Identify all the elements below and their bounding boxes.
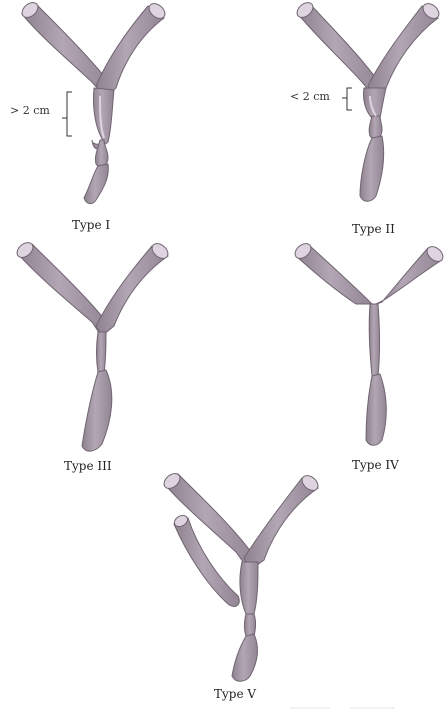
type-4-diagram [292,241,446,446]
left-hepatic-duct [298,4,380,94]
type-2-label: Type II [352,222,395,236]
left-hepatic-duct [18,244,108,334]
common-hepatic-duct [240,562,258,614]
distal-duct [232,634,257,681]
right-hepatic-duct [96,246,168,336]
right-hepatic-duct [96,6,164,98]
type-3-diagram [14,240,171,451]
type-1-label: Type I [72,218,110,232]
type-1-diagram [19,0,168,204]
type-5-diagram [161,471,321,682]
type-3-label: Type III [64,459,112,473]
common-hepatic-duct [92,88,114,149]
type-1-measure-label: > 2 cm [10,104,50,117]
stricture [369,304,379,376]
stricture [97,332,107,372]
stricture [369,116,382,139]
right-hepatic-duct [368,6,438,98]
distal-duct [82,370,112,451]
distal-duct [84,164,108,204]
distal-duct [360,136,384,201]
distal-duct [366,374,386,445]
measure-bracket [342,88,352,110]
type-5-label: Type V [214,687,256,701]
right-hepatic-duct [244,478,318,570]
type-2-measure-label: < 2 cm [290,90,330,103]
type-4-label: Type IV [352,458,399,472]
stricture [245,614,256,636]
measure-bracket [62,92,72,136]
